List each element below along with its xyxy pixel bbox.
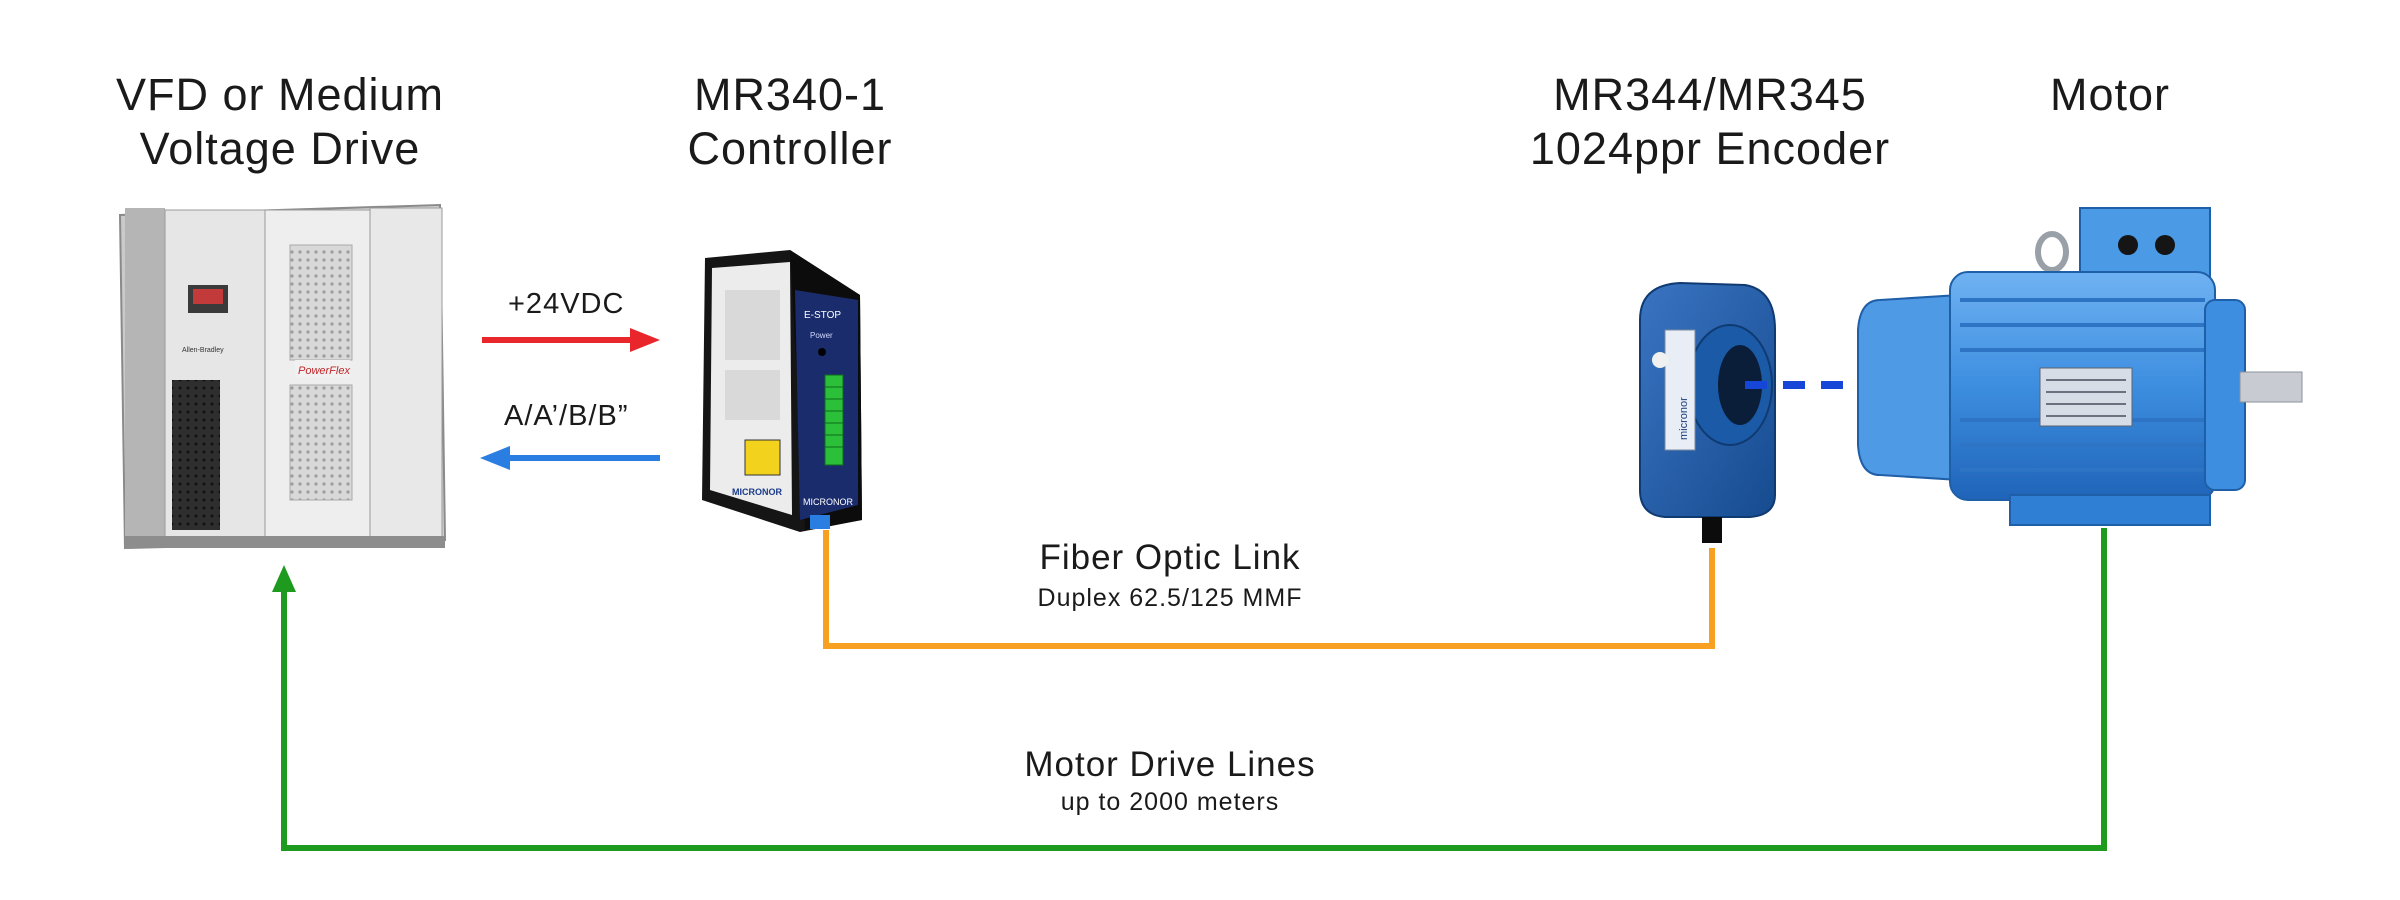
- vfd-logo-text: PowerFlex: [298, 365, 350, 377]
- encoder-signal-label: A/A’/B/B”: [504, 400, 629, 432]
- encoder-signal-arrow: [480, 446, 660, 470]
- vfd-title-line1: VFD or Medium: [115, 69, 445, 120]
- controller-title-line1: MR340-1: [693, 69, 887, 120]
- controller-title: MR340-1 Controller: [600, 68, 980, 176]
- motor-device: [1857, 207, 2303, 526]
- controller-title-line2: Controller: [687, 123, 893, 174]
- controller-power-text: Power: [810, 331, 833, 340]
- controller-estop-text: E-STOP: [804, 310, 841, 321]
- power-arrow: [482, 328, 660, 352]
- encoder-title-line1: MR344/MR345: [1553, 69, 1867, 120]
- encoder-brand-text: micronor: [1678, 397, 1690, 440]
- controller-brand-text: MICRONOR: [732, 487, 782, 497]
- drive-link-subtitle: up to 2000 meters: [1060, 788, 1280, 816]
- fiber-link-title: Fiber Optic Link: [1039, 538, 1301, 577]
- fiber-link-subtitle: Duplex 62.5/125 MMF: [1037, 584, 1303, 612]
- motor-title: Motor: [1990, 68, 2230, 122]
- controller-module: MICRONOR E-STOP Power MICRONOR: [702, 250, 862, 532]
- vfd-brand-text: Allen-Bradley: [182, 347, 224, 354]
- fiber-optic-line: [823, 530, 1715, 649]
- power-signal-label: +24VDC: [508, 288, 625, 320]
- encoder-device: micronor: [1639, 281, 1776, 543]
- vfd-title-line2: Voltage Drive: [139, 123, 421, 174]
- motor-drive-line: [272, 528, 2107, 851]
- motor-title-text: Motor: [2049, 69, 2171, 120]
- vfd-cabinet: Allen-Bradley PowerFlex: [118, 203, 447, 550]
- encoder-title: MR344/MR345 1024ppr Encoder: [1480, 68, 1940, 176]
- encoder-title-line2: 1024ppr Encoder: [1529, 123, 1891, 174]
- drive-link-title: Motor Drive Lines: [1024, 745, 1316, 784]
- vfd-title: VFD or Medium Voltage Drive: [80, 68, 480, 176]
- controller-side-brand: MICRONOR: [803, 497, 853, 507]
